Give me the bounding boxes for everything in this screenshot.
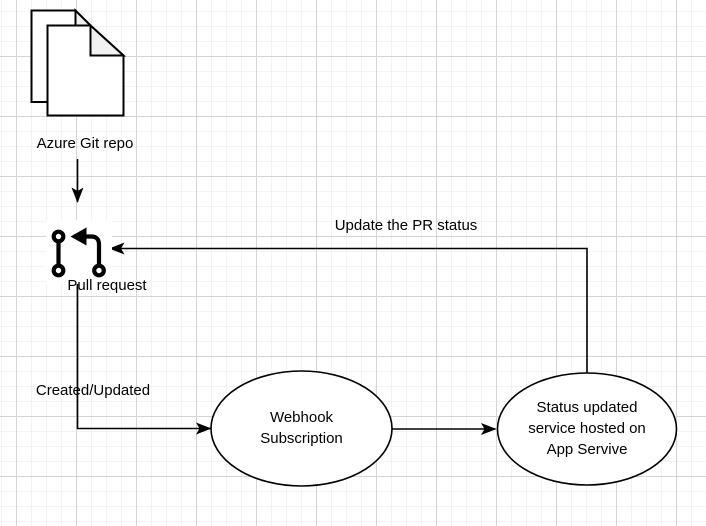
status-service-label-line2: service hosted on <box>528 420 646 437</box>
status-service-label: Status updated service hosted on App Ser… <box>497 397 677 460</box>
edge-label-created-updated: Created/Updated <box>35 382 151 399</box>
edge-pull-request-to-webhook[interactable] <box>76 276 212 435</box>
azure-git-repo-label: Azure Git repo <box>36 135 134 152</box>
edge-status-service-to-pull-request[interactable] <box>109 242 588 374</box>
documents-icon <box>30 8 127 117</box>
webhook-subscription-label-line1: Webhook <box>269 409 334 426</box>
status-service-label-line3: App Servive <box>546 441 628 458</box>
status-service-label-line1: Status updated <box>536 399 638 416</box>
pull-request-shape[interactable] <box>46 220 112 284</box>
edge-label-update-pr-status: Update the PR status <box>334 217 478 234</box>
webhook-subscription-label: Webhook Subscription <box>211 407 392 449</box>
webhook-subscription-label-line2: Subscription <box>260 430 343 447</box>
azure-git-repo-shape[interactable] <box>30 8 127 117</box>
pull-request-label: Pull request <box>67 277 147 294</box>
git-pull-request-icon <box>46 220 112 284</box>
webhook-subscription-shape[interactable] <box>210 370 393 487</box>
status-service-shape[interactable] <box>496 372 678 486</box>
